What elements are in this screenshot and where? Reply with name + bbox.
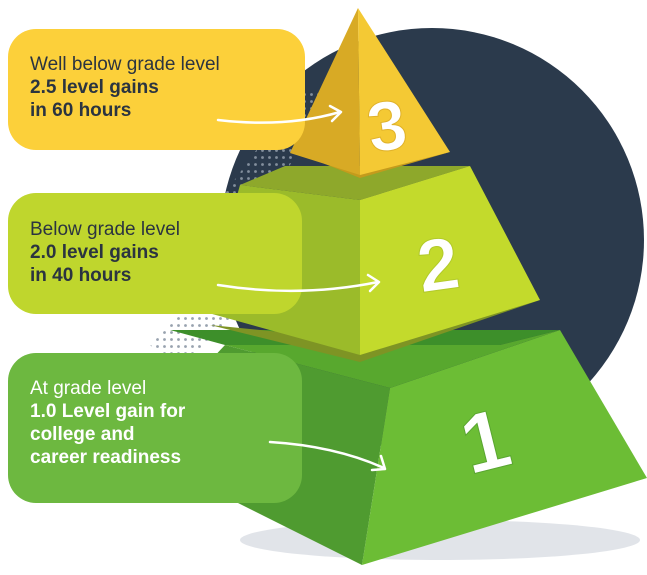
callout-tier-2: Below grade level 2.0 level gains in 40 … [8,193,302,314]
callout-tier-3: Well below grade level 2.5 level gains i… [8,29,305,150]
callout-tier-2-detail-2: in 40 hours [30,265,132,286]
tier-3-left-face [290,8,360,175]
callout-tier-1-detail-3: career readiness [30,447,182,468]
arrowhead-tier-3 [328,104,343,123]
callout-tier-3-label: Well below grade level [30,54,220,75]
arrowhead-tier-1 [370,454,387,472]
callout-tier-2-label: Below grade level [30,219,180,240]
arrow-tier-3 [216,110,342,124]
tier-3-right-face [358,8,450,175]
tier-2-top-face [240,166,470,200]
arrow-tier-2 [216,280,380,293]
tier-1-top-rim [225,330,560,388]
tier-1-right-face [362,330,647,565]
callout-tier-2-detail-1: 2.0 level gains [30,242,159,263]
callout-tier-3-detail-2: in 60 hours [30,100,132,121]
tier-3 [290,8,450,178]
callout-tier-1-label: At grade level [30,378,147,399]
callout-tier-1: At grade level 1.0 Level gain for colleg… [8,353,302,503]
callout-tier-3-detail-1: 2.5 level gains [30,77,159,98]
callout-tier-1-detail-1: 1.0 Level gain for [30,401,186,422]
arrow-tier-1 [268,440,386,470]
arrowhead-tier-2 [366,273,381,293]
tier-2-right-face [360,166,540,355]
callout-tier-1-detail-2: college and [30,424,135,445]
